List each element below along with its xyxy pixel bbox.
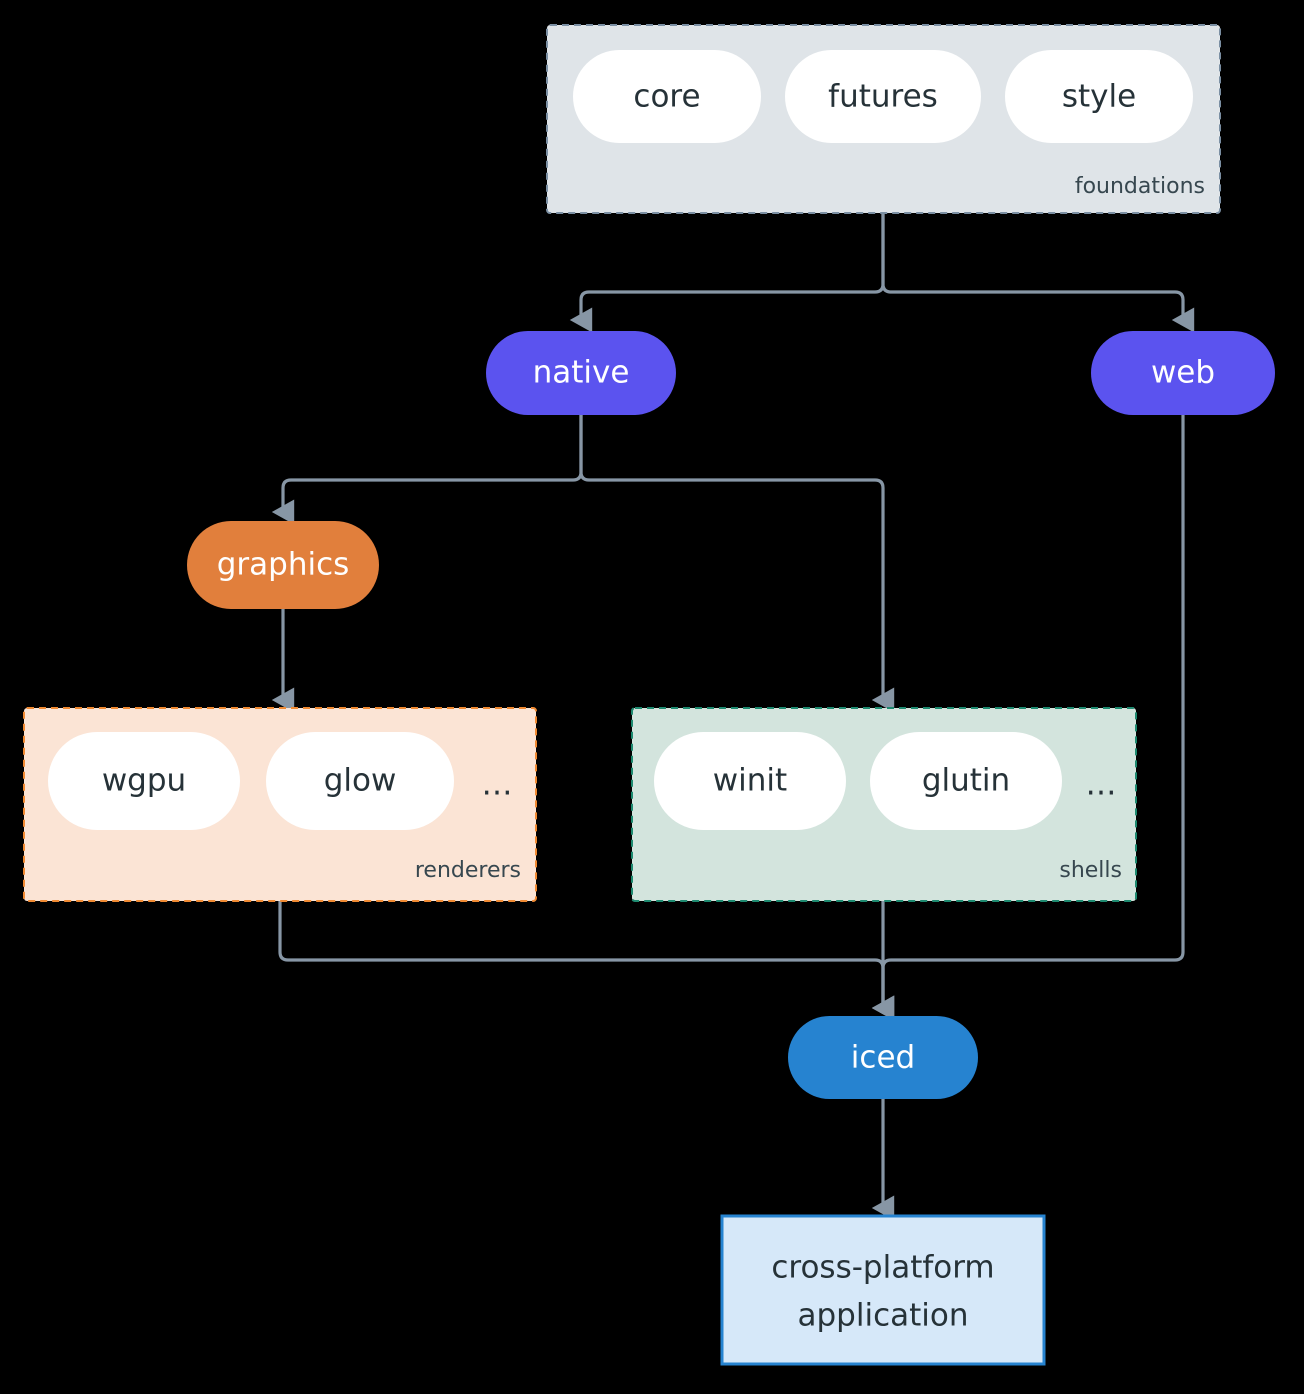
node-native-label: native — [533, 355, 630, 391]
node-wgpu-shape[interactable] — [48, 732, 240, 830]
node-glutin-shape[interactable] — [870, 732, 1062, 830]
edge-web-to-iced — [871, 415, 1185, 1021]
node-application-label-line1: cross-platform — [771, 1250, 994, 1286]
node-futures[interactable]: futures — [785, 50, 981, 143]
node-wgpu-label: wgpu — [102, 763, 186, 799]
node-iced-shape[interactable] — [788, 1016, 978, 1099]
node-web-label: web — [1151, 355, 1215, 391]
node-winit-label: winit — [713, 763, 787, 799]
shells-ellipsis: … — [1086, 767, 1117, 803]
node-style-shape[interactable] — [1005, 50, 1193, 143]
edge-foundations-to-web — [881, 213, 1195, 333]
node-glutin-label: glutin — [922, 763, 1010, 799]
cluster-renderers: renderers wgpu glow … — [23, 707, 537, 902]
node-futures-shape[interactable] — [785, 50, 981, 143]
node-core-shape[interactable] — [573, 50, 761, 143]
node-style-label: style — [1062, 79, 1136, 115]
edge-native-to-shells — [579, 415, 895, 713]
node-style[interactable]: style — [1005, 50, 1193, 143]
cluster-shells: shells winit glutin … — [631, 707, 1137, 902]
node-glow-label: glow — [324, 763, 397, 799]
node-wgpu[interactable]: wgpu — [48, 732, 240, 830]
node-application-label-line2: application — [798, 1298, 969, 1334]
cluster-foundations: foundations core futures style — [546, 24, 1221, 214]
node-graphics-label: graphics — [217, 547, 350, 583]
node-core-label: core — [633, 79, 700, 115]
node-application-shape[interactable] — [720, 1214, 1046, 1366]
node-core[interactable]: core — [573, 50, 761, 143]
node-winit-shape[interactable] — [654, 732, 846, 830]
cluster-foundations-label: foundations — [1075, 174, 1205, 199]
node-iced[interactable]: iced — [788, 1016, 978, 1099]
node-glow[interactable]: glow — [266, 732, 454, 830]
node-web[interactable]: web — [1091, 331, 1275, 415]
node-native[interactable]: native — [486, 331, 676, 415]
node-glutin[interactable]: glutin — [870, 732, 1062, 830]
node-winit[interactable]: winit — [654, 732, 846, 830]
node-graphics[interactable]: graphics — [187, 521, 379, 609]
node-web-shape[interactable] — [1091, 331, 1275, 415]
node-glow-shape[interactable] — [266, 732, 454, 830]
node-iced-label: iced — [851, 1040, 915, 1076]
cluster-shells-label: shells — [1059, 858, 1122, 883]
renderers-ellipsis: … — [482, 767, 513, 803]
node-application[interactable]: cross-platform application — [720, 1214, 1046, 1366]
node-native-shape[interactable] — [486, 331, 676, 415]
node-futures-label: futures — [828, 79, 938, 115]
node-graphics-shape[interactable] — [187, 521, 379, 609]
cluster-renderers-label: renderers — [415, 858, 521, 883]
